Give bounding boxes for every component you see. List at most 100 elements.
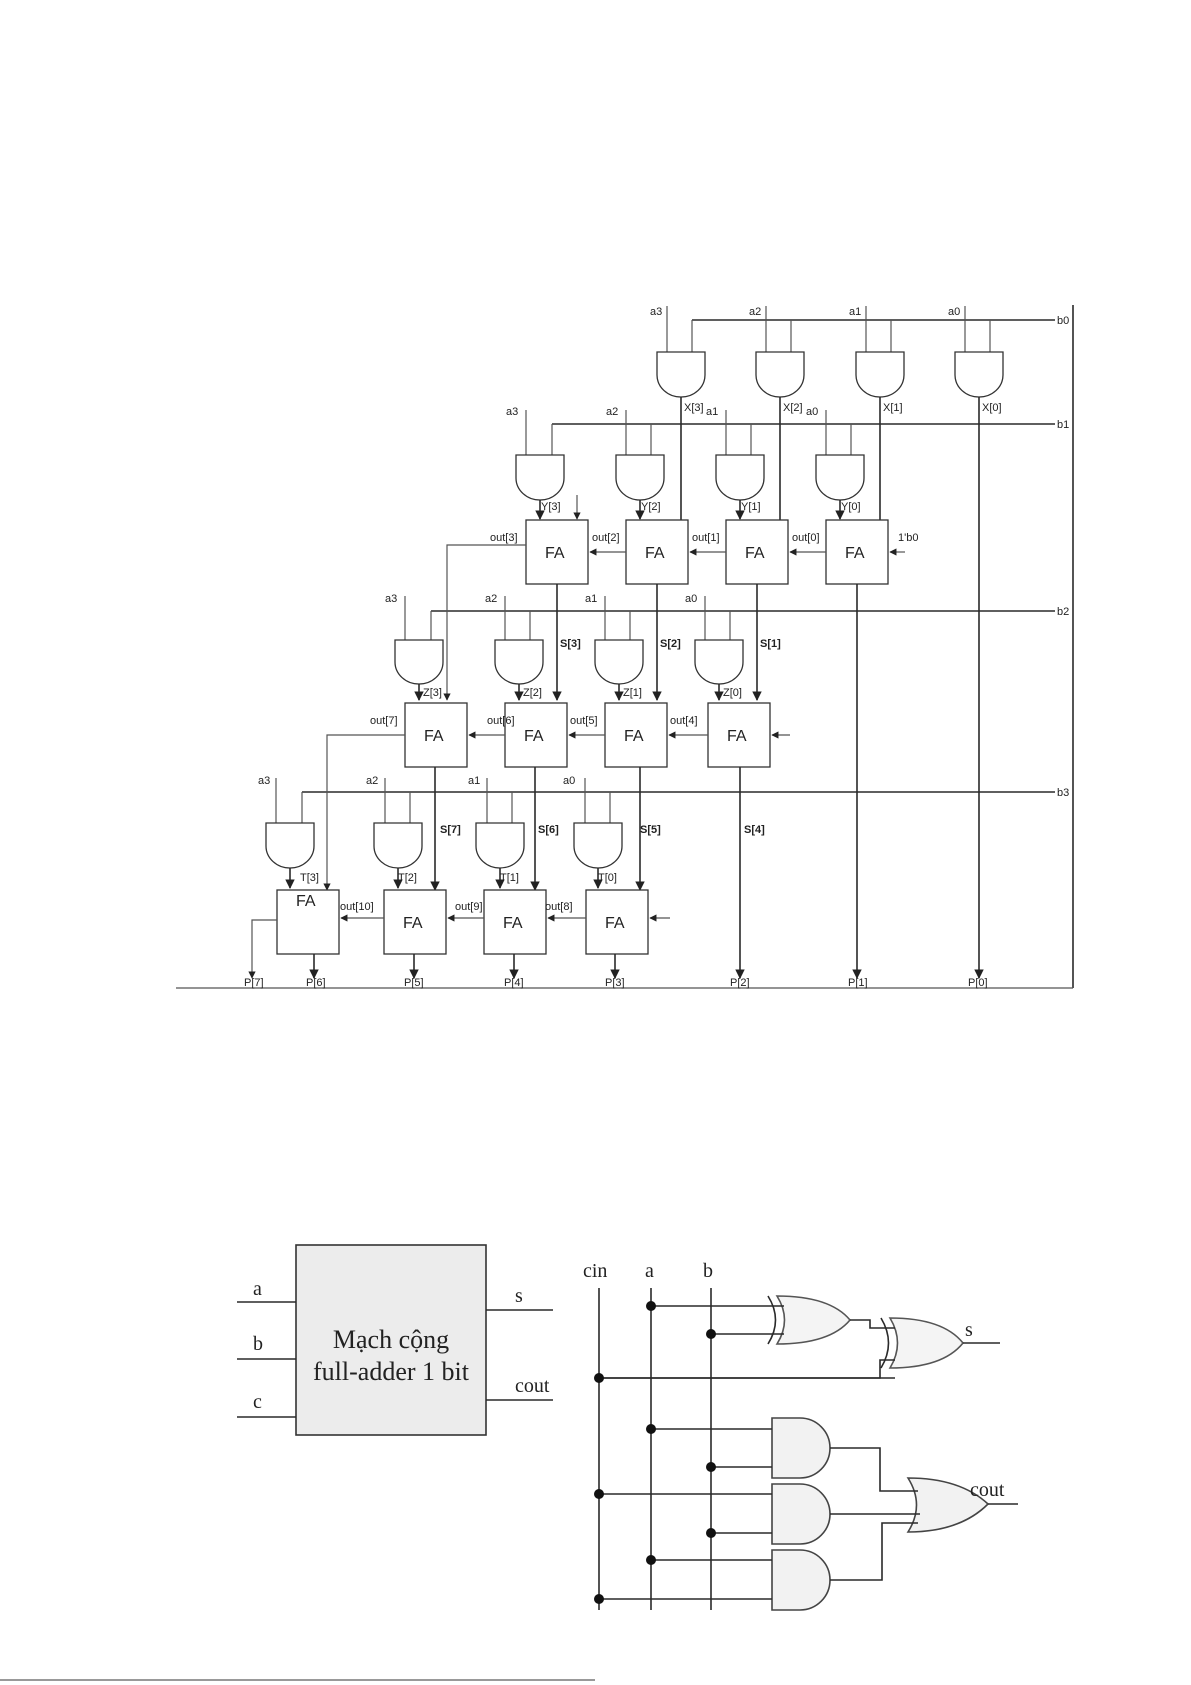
svg-text:S[1]: S[1] — [760, 638, 781, 650]
array-multiplier-diagram: b0 b1 b2 b3 a3 X[3] a2 X[2] — [176, 305, 1074, 989]
and-gate-row-x: a3 X[3] a2 X[2] a1 X[1] — [650, 306, 1004, 979]
full-adder-title-line2: full-adder 1 bit — [313, 1357, 470, 1386]
xor-gate-2 — [880, 1317, 965, 1369]
svg-text:FA: FA — [727, 728, 747, 745]
svg-text:out[3]: out[3] — [490, 532, 518, 544]
svg-text:a2: a2 — [366, 775, 378, 787]
p0-label: P[0] — [968, 977, 988, 989]
fa-input-a-label: a — [253, 1278, 262, 1300]
svg-text:a0: a0 — [806, 406, 818, 418]
svg-text:a1: a1 — [585, 593, 597, 605]
svg-text:FA: FA — [605, 915, 625, 932]
and-gate-x3: a3 X[3] — [650, 306, 706, 537]
fa-row-1: FA FA FA FA out[2] out[1] out[0] 1'b0 ou… — [443, 519, 918, 979]
svg-text:S[7]: S[7] — [440, 824, 461, 836]
and-gate-z0: a0 Z[0] — [685, 593, 744, 701]
svg-text:X[0]: X[0] — [982, 402, 1002, 414]
and-gate-row-z: a3 Z[3] a2 Z[2] a1 Z[1] — [385, 593, 744, 701]
svg-text:Y[3]: Y[3] — [541, 501, 561, 513]
p7-label: P[7] — [244, 977, 264, 989]
svg-text:FA: FA — [545, 545, 565, 562]
p1-label: P[1] — [848, 977, 868, 989]
svg-text:a1: a1 — [468, 775, 480, 787]
p4-label: P[4] — [504, 977, 524, 989]
fa-output-cout-label: cout — [515, 1375, 550, 1397]
svg-text:FA: FA — [524, 728, 544, 745]
full-adder-block — [295, 1244, 487, 1436]
b1-label: b1 — [1057, 419, 1069, 431]
svg-text:FA: FA — [624, 728, 644, 745]
svg-text:out[9]: out[9] — [455, 901, 483, 913]
fa-box-r3-3 — [276, 889, 340, 955]
or-gate-cout — [906, 1477, 990, 1533]
svg-text:FA: FA — [645, 545, 665, 562]
product-labels: P[7] P[6] P[5] P[4] P[3] P[2] P[1] P[0] — [244, 977, 988, 989]
s-output-label: s — [965, 1319, 973, 1341]
and-gate-cout-1 — [771, 1417, 831, 1479]
p3-label: P[3] — [605, 977, 625, 989]
svg-text:Z[2]: Z[2] — [523, 687, 542, 699]
b0-label: b0 — [1057, 315, 1069, 327]
cout-output-label: cout — [970, 1479, 1005, 1501]
and-gate-z1: a1 Z[1] — [585, 593, 644, 701]
p6-label: P[6] — [306, 977, 326, 989]
and-gate-y0: a0 Y[0] — [806, 406, 865, 520]
and-gate-x2: a2 X[2] — [749, 306, 805, 537]
svg-text:FA: FA — [296, 893, 316, 910]
fa-box-r2-2 — [504, 702, 568, 768]
b-label: b — [703, 1260, 713, 1282]
svg-text:Y[2]: Y[2] — [641, 501, 661, 513]
and-gate-row-t: a3 T[3] a2 T[2] a1 T[1] — [258, 775, 623, 889]
p2-label: P[2] — [730, 977, 750, 989]
svg-text:a2: a2 — [606, 406, 618, 418]
fa-box-r3-1 — [483, 889, 547, 955]
svg-text:X[1]: X[1] — [883, 402, 903, 414]
and-gate-row-y: a3 Y[3] a2 Y[2] a1 Y[1] — [506, 406, 865, 520]
and-gate-y2: a2 Y[2] — [606, 406, 665, 520]
svg-text:a3: a3 — [650, 306, 662, 318]
full-adder-gate-schematic: cin a b s — [583, 1260, 1018, 1611]
svg-text:X[3]: X[3] — [684, 402, 704, 414]
svg-text:Z[3]: Z[3] — [423, 687, 442, 699]
and-gate-t3: a3 T[3] — [258, 775, 319, 889]
svg-text:a3: a3 — [258, 775, 270, 787]
svg-text:S[6]: S[6] — [538, 824, 559, 836]
and-gate-y1: a1 Y[1] — [706, 406, 765, 520]
svg-text:a3: a3 — [506, 406, 518, 418]
full-adder-title-line1: Mạch cộng — [333, 1325, 449, 1354]
full-adder-block-diagram: Mạch cộng full-adder 1 bit a b c s cout — [237, 1244, 553, 1436]
svg-text:FA: FA — [845, 545, 865, 562]
fa-input-c-label: c — [253, 1391, 262, 1413]
svg-text:FA: FA — [745, 545, 765, 562]
fa-box-r3-0 — [585, 889, 649, 955]
svg-text:out[4]: out[4] — [670, 715, 698, 727]
svg-text:S[3]: S[3] — [560, 638, 581, 650]
svg-text:out[8]: out[8] — [545, 901, 573, 913]
svg-text:out[7]: out[7] — [370, 715, 398, 727]
svg-text:a0: a0 — [563, 775, 575, 787]
svg-text:a0: a0 — [685, 593, 697, 605]
and-gate-cout-2 — [771, 1483, 831, 1545]
svg-text:Y[1]: Y[1] — [741, 501, 761, 513]
svg-text:out[0]: out[0] — [792, 532, 820, 544]
fa-input-b-label: b — [253, 1333, 263, 1355]
svg-text:FA: FA — [403, 915, 423, 932]
svg-text:out[1]: out[1] — [692, 532, 720, 544]
and-gate-t0: a0 T[0] — [563, 775, 623, 889]
and-gate-y3: a3 Y[3] — [506, 406, 581, 520]
b2-label: b2 — [1057, 606, 1069, 618]
svg-text:a0: a0 — [948, 306, 960, 318]
svg-text:FA: FA — [503, 915, 523, 932]
svg-text:1'b0: 1'b0 — [898, 532, 918, 544]
svg-text:S[2]: S[2] — [660, 638, 681, 650]
svg-text:a1: a1 — [706, 406, 718, 418]
fa-row-2: FA FA FA FA out[6] out[5] out[4] out[7] … — [323, 702, 790, 979]
svg-text:Y[0]: Y[0] — [841, 501, 861, 513]
p5-label: P[5] — [404, 977, 424, 989]
svg-text:T[3]: T[3] — [300, 872, 319, 884]
b3-label: b3 — [1057, 787, 1069, 799]
and-gate-x1: a1 X[1] — [849, 306, 905, 537]
and-gate-t1: a1 T[1] — [468, 775, 525, 889]
cin-label: cin — [583, 1260, 607, 1282]
svg-text:FA: FA — [424, 728, 444, 745]
